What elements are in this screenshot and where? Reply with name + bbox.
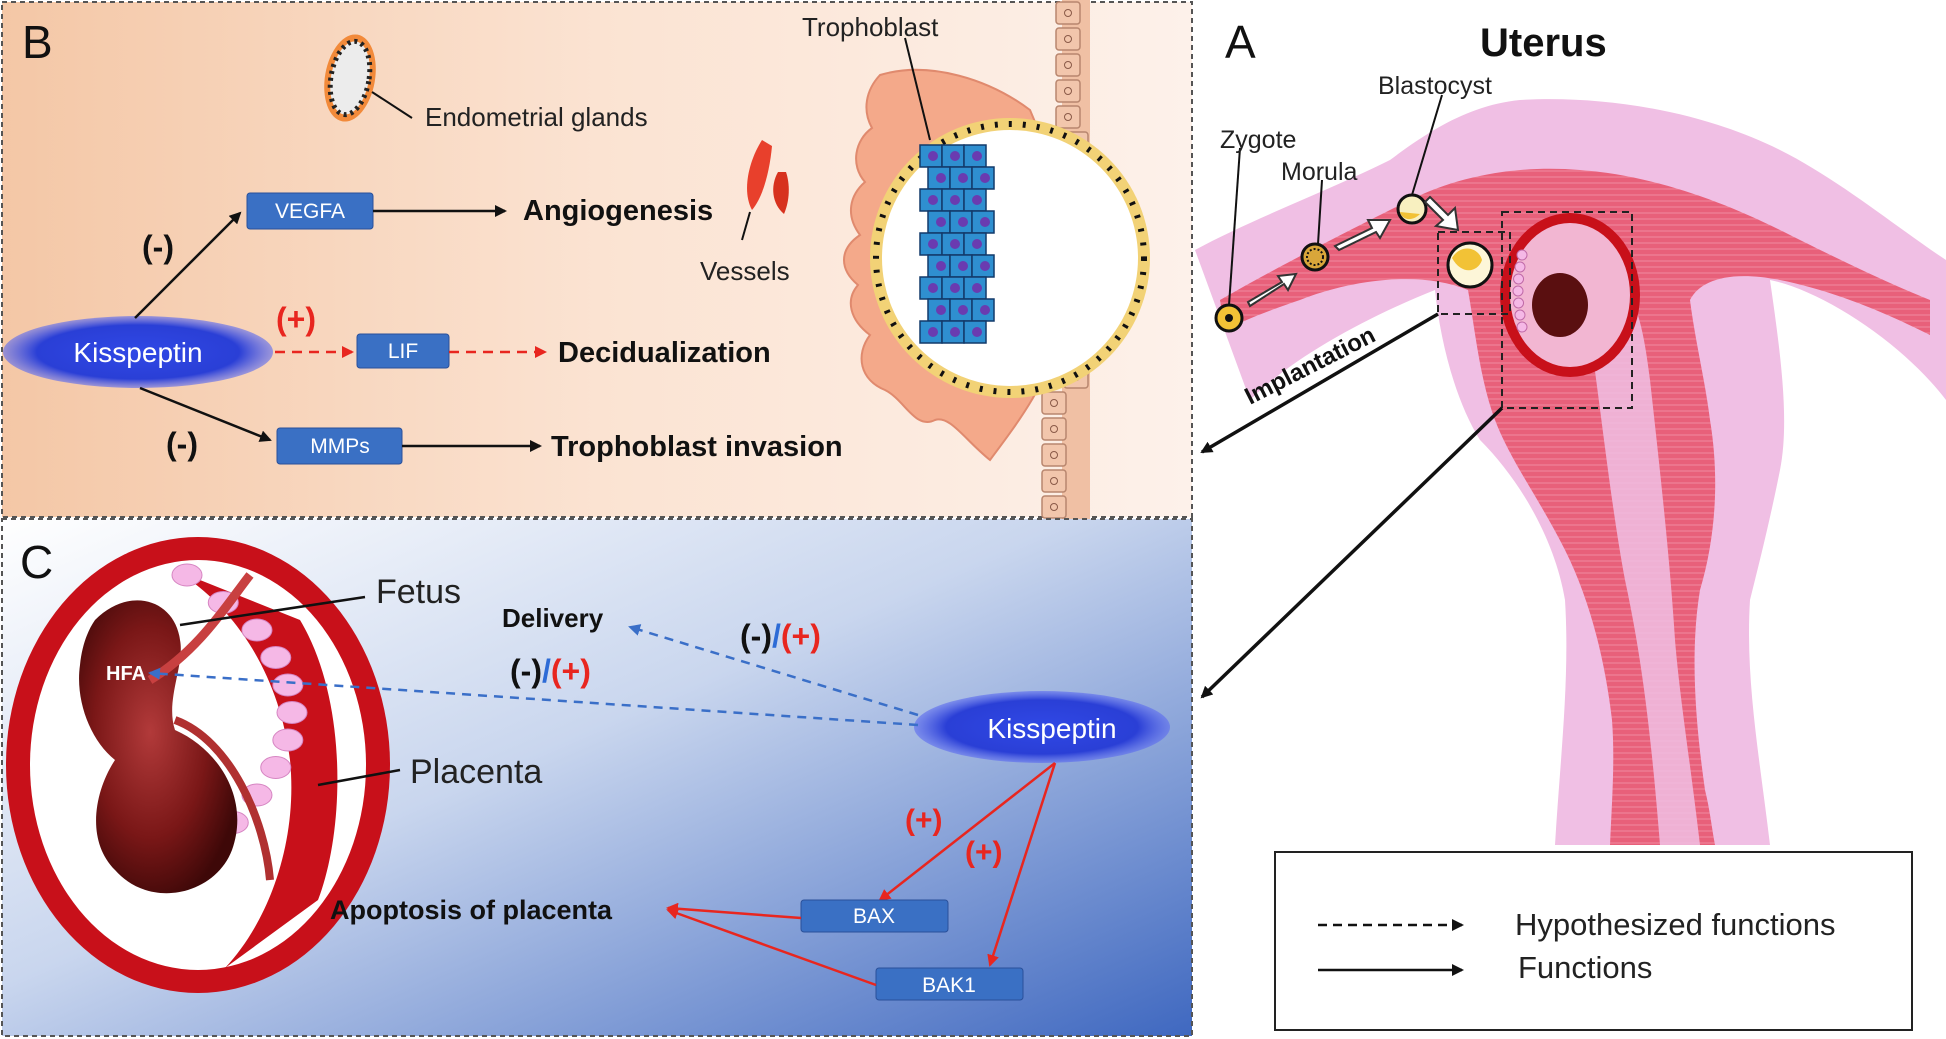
sign-bax: (+) <box>905 804 943 837</box>
sign-vegfa: (-) <box>142 229 174 265</box>
panel-a: A Uterus Zygote Morula <box>1195 16 1946 846</box>
bak1-label: BAK1 <box>922 974 976 997</box>
blastocyst-label: Blastocyst <box>1378 72 1492 100</box>
trophoblast-illustration <box>843 0 1150 520</box>
panel-c: C HFA Fetus Placenta Delivery Kisspeptin… <box>1 518 1193 1037</box>
panel-b-letter: B <box>22 16 53 68</box>
panel-b: B Endometrial glands Vessels <box>1 0 1193 520</box>
morula-icon <box>1300 242 1330 272</box>
vegfa-label: VEGFA <box>275 200 345 223</box>
placenta-label: Placenta <box>410 753 542 791</box>
kisspeptin-node-b <box>3 316 273 388</box>
vessels-label: Vessels <box>700 256 790 286</box>
kisspeptin-label-b: Kisspeptin <box>73 337 202 368</box>
morula-label: Morula <box>1281 158 1358 186</box>
sign-lif: (+) <box>276 301 316 337</box>
legend-functions-label: Functions <box>1518 950 1652 985</box>
legend-box <box>1274 851 1913 1031</box>
fetus-placenta-illustration <box>6 537 390 993</box>
embryo-zoom-box <box>1501 211 1633 409</box>
uterus-title: Uterus <box>1480 21 1607 65</box>
bax-label: BAX <box>853 905 895 928</box>
lif-label: LIF <box>388 340 418 363</box>
sign-delivery: (-)/(+) <box>740 618 821 654</box>
decidualization-label: Decidualization <box>558 337 771 369</box>
panel-c-letter: C <box>20 536 53 588</box>
delivery-label: Delivery <box>502 603 604 633</box>
trophoblast-label: Trophoblast <box>802 12 939 42</box>
sign-hfa: (-)/(+) <box>510 653 591 689</box>
blastocyst-zoom-box <box>1437 231 1511 315</box>
hfa-label: HFA <box>106 663 146 685</box>
angiogenesis-label: Angiogenesis <box>523 195 713 227</box>
trophoblast-invasion-label: Trophoblast invasion <box>551 431 843 463</box>
kisspeptin-label-c: Kisspeptin <box>987 713 1116 744</box>
zygote-label: Zygote <box>1220 126 1296 154</box>
kisspeptin-node-c <box>914 691 1170 763</box>
bax-box <box>800 899 949 933</box>
uterus-illustration <box>1195 99 1946 846</box>
endometrial-glands-label: Endometrial glands <box>425 102 648 132</box>
legend: Hypothesized functions Functions <box>1274 851 1913 1031</box>
sign-mmps: (-) <box>166 426 198 462</box>
endometrial-gland-icon <box>324 34 376 122</box>
blastocyst-icon <box>1396 193 1428 225</box>
sign-bak1: (+) <box>965 836 1003 869</box>
fetus-label: Fetus <box>376 573 461 611</box>
vessels-icon <box>747 140 789 214</box>
panel-a-letter: A <box>1225 16 1256 68</box>
legend-hypothesized-label: Hypothesized functions <box>1515 907 1836 942</box>
apoptosis-label: Apoptosis of placenta <box>330 895 613 925</box>
mmps-label: MMPs <box>310 435 370 458</box>
